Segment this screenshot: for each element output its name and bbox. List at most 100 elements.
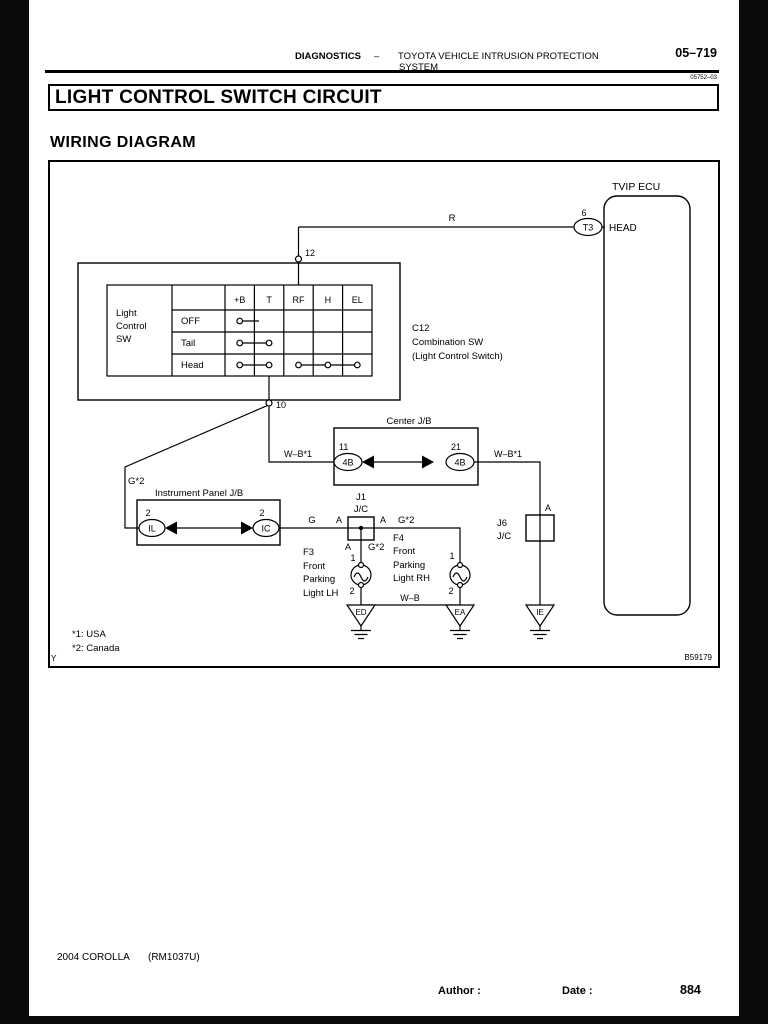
wire-color-wb1-right: W–B*1 [494, 449, 522, 459]
bulb-filament-icon [353, 572, 369, 582]
footer-manual-code: (RM1037U) [148, 952, 200, 963]
j1-terminal-a-left: A [336, 515, 342, 525]
header-rule [45, 70, 719, 73]
center-jb-conn-left: 4B [342, 458, 353, 468]
wire-color-g2-right: G*2 [398, 515, 414, 526]
j1-type: J/C [354, 504, 368, 515]
tvip-ecu-label: TVIP ECU [612, 181, 660, 193]
j6-junction-connector: J6 J/C [497, 514, 555, 542]
j1-junction-dot [358, 525, 364, 531]
connector-oval-ic [252, 518, 280, 538]
ground-triangle-icon [444, 604, 476, 628]
row-label-head: Head [181, 360, 204, 371]
left-scan-bar [0, 0, 29, 1024]
switch-label-line1: Light [116, 308, 137, 319]
bulb-terminal-top [456, 561, 464, 569]
ground-ea: EA [444, 604, 476, 640]
row-label-off: OFF [181, 316, 200, 327]
ip-jb-conn-right: IC [262, 524, 272, 534]
date-label: Date : [562, 985, 593, 997]
f3-line3: Parking [303, 574, 335, 585]
ground-symbol-icon [530, 626, 550, 640]
f3-line2: Front [303, 561, 326, 572]
header-system-line1: TOYOTA VEHICLE INTRUSION PROTECTION [398, 51, 599, 62]
j6-terminal-a: A [545, 503, 551, 513]
bulb-terminal-top [357, 561, 365, 569]
j1-terminal-a-bottom: A [345, 542, 351, 552]
col-header-t: T [266, 295, 272, 305]
switch-table [106, 284, 373, 377]
wiring-diagram: TVIP ECU 6 T3 HEAD R 1 2 Light Control SW… [48, 160, 720, 668]
f4-pin-top: 1 [449, 551, 454, 561]
connector-oval-4b-right [445, 452, 475, 472]
ip-jb-conn-left: IL [148, 524, 156, 534]
page-title: LIGHT CONTROL SWITCH CIRCUIT [48, 84, 719, 111]
ground-ea-label: EA [455, 608, 466, 617]
wire-color-wb-ground: W–B [400, 593, 420, 603]
connector-arrow-left-icon [165, 521, 177, 535]
right-scan-bar [739, 0, 768, 1024]
header-system-line2: SYSTEM [399, 62, 439, 73]
ground-ed: ED [345, 604, 377, 640]
j1-junction-connector: J1 J/C [347, 492, 375, 541]
switch-label-line3: SW [116, 334, 131, 345]
center-jb-pin-right: 21 [451, 442, 461, 452]
center-jb-title: Center J/B [387, 416, 432, 427]
connector-arrow-right-icon [422, 455, 434, 469]
wire-color-wb1-left: W–B*1 [284, 449, 312, 459]
f3-line1: F3 [303, 547, 314, 558]
note-usa: *1: USA [72, 629, 106, 640]
j6-box [525, 514, 555, 542]
table-column-lines [171, 285, 344, 376]
f4-line3: Parking [393, 560, 425, 571]
f4-line2: Front [393, 546, 416, 557]
t3-connector-oval [573, 217, 603, 237]
center-jb: Center J/B 11 4B 21 4B [333, 416, 479, 486]
t3-connector: 6 T3 HEAD [573, 208, 637, 237]
c12-line3: (Light Control Switch) [412, 351, 503, 362]
ground-ie: IE [524, 604, 556, 640]
f3-front-parking-light-lh: F3 Front Parking Light LH 1 2 [303, 547, 372, 599]
footer-model: 2004 COROLLA [57, 952, 130, 963]
ip-jb-pin-left: 2 [145, 508, 150, 518]
c12-caption: C12 Combination SW (Light Control Switch… [412, 323, 503, 362]
c12-line2: Combination SW [412, 337, 483, 348]
connector-arrow-right-icon [241, 521, 253, 535]
j1-terminal-a-right: A [380, 515, 386, 525]
c12-line1: C12 [412, 323, 429, 334]
edge-mark: Y [51, 654, 57, 663]
j1-name: J1 [356, 492, 366, 503]
col-header-rf: RF [293, 295, 305, 305]
center-jb-box [333, 427, 479, 486]
ip-jb-title: Instrument Panel J/B [155, 488, 243, 499]
bulb-terminal-bottom [357, 581, 365, 589]
figure-code: B59179 [684, 653, 712, 662]
f3-line4: Light LH [303, 588, 339, 599]
ground-ed-label: ED [355, 608, 366, 617]
revision-code: 05752–03 [690, 75, 717, 81]
f3-pin-bottom: 2 [349, 586, 354, 596]
ground-ie-label: IE [536, 608, 544, 617]
light-control-switch: Light Control SW +B T RF H EL OFF Tail H… [77, 262, 401, 401]
ground-triangle-icon [345, 604, 377, 628]
bulb-filament-icon [452, 572, 468, 582]
wire-color-g: G [308, 515, 315, 526]
col-header-el: EL [352, 295, 363, 305]
section-heading: WIRING DIAGRAM [50, 134, 197, 151]
table-row-lines [172, 309, 372, 355]
wire-color-r-label: R [449, 213, 456, 224]
col-header-h: H [325, 295, 332, 305]
f4-front-parking-light-rh: F4 Front Parking Light RH 1 2 [393, 533, 471, 596]
t3-connector-label: T3 [583, 223, 594, 233]
ground-symbol-icon [450, 626, 470, 640]
header-section: DIAGNOSTICS [295, 51, 361, 62]
t3-pin-number: 6 [581, 208, 586, 218]
switch-contacts [236, 317, 361, 369]
f3-pin-top: 1 [350, 553, 355, 563]
wire-color-g2-branch: G*2 [128, 476, 144, 487]
ground-triangle-icon [524, 604, 556, 628]
bulb-terminal-bottom [456, 581, 464, 589]
tvip-ecu: TVIP ECU [603, 181, 691, 616]
f4-line1: F4 [393, 533, 404, 544]
instrument-panel-jb: Instrument Panel J/B 2 IL 2 IC [136, 488, 281, 546]
